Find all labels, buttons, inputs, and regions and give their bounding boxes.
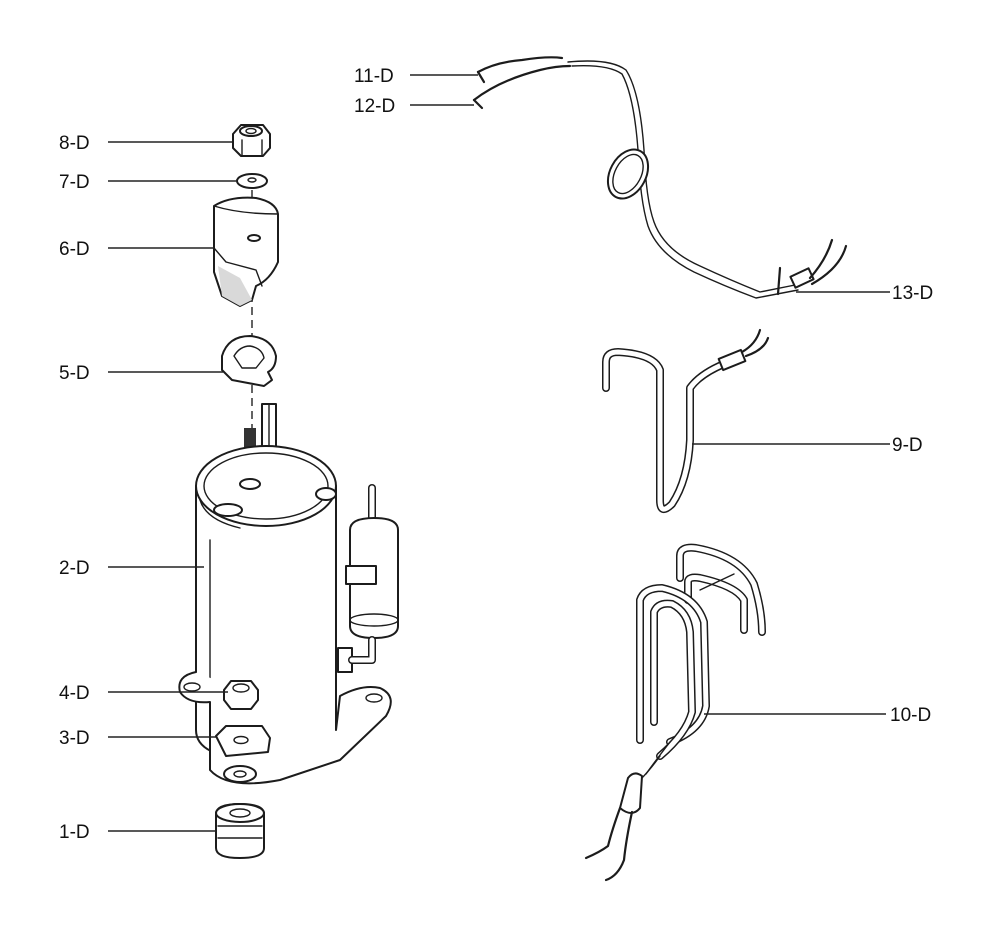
callout-1d: 1-D xyxy=(59,822,90,843)
hex-nut-part xyxy=(223,680,259,710)
callout-2d: 2-D xyxy=(59,558,90,579)
callout-4d: 4-D xyxy=(59,683,90,704)
callout-10d: 10-D xyxy=(890,705,931,726)
callout-9d: 9-D xyxy=(892,435,923,456)
gasket-part xyxy=(221,335,277,387)
loop-tube-part xyxy=(584,543,766,882)
callout-7d: 7-D xyxy=(59,172,90,193)
callout-13d: 13-D xyxy=(892,283,933,304)
bent-tube-part xyxy=(602,328,770,514)
terminal-cover-part xyxy=(213,196,279,307)
rubber-grommet-part xyxy=(215,803,265,859)
callout-8d: 8-D xyxy=(59,133,90,154)
callout-12d: 12-D xyxy=(354,96,395,117)
callout-6d: 6-D xyxy=(59,239,90,260)
accumulator-part xyxy=(337,484,399,673)
washer-part xyxy=(236,173,268,189)
callout-3d: 3-D xyxy=(59,728,90,749)
capillary-tube-assembly xyxy=(472,56,848,299)
callout-5d: 5-D xyxy=(59,363,90,384)
mount-bracket-part xyxy=(215,725,271,757)
cap-nut-part xyxy=(232,124,271,157)
callout-11d: 11-D xyxy=(354,66,394,87)
